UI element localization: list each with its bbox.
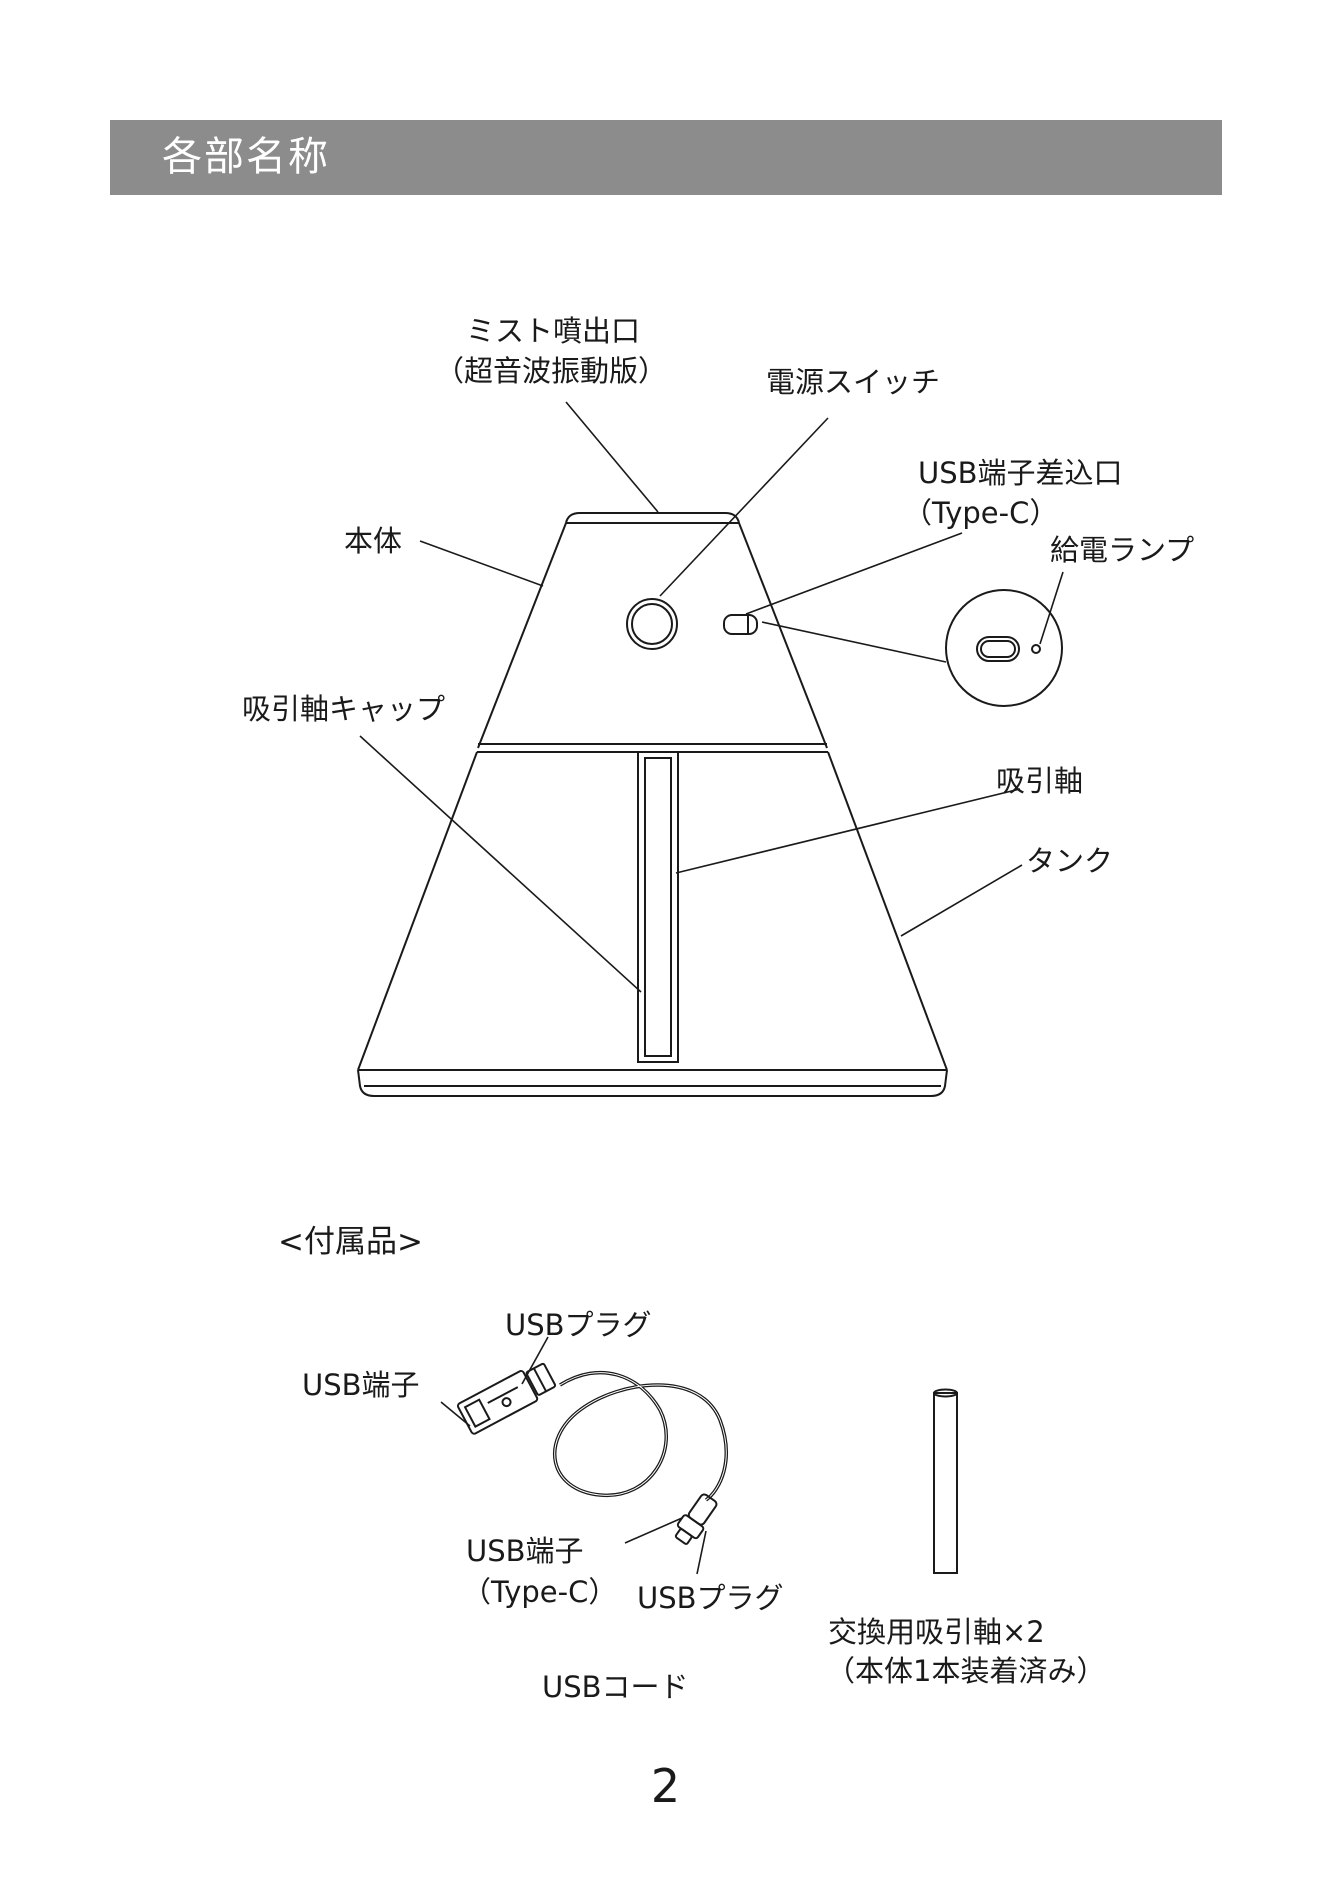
label-usb-terminal: USB端子 [302, 1366, 420, 1404]
lamp-callout-drawing [946, 590, 1062, 706]
label-spare-wick-note: （本体1本装着済み） [826, 1652, 1105, 1690]
label-power-switch: 電源スイッチ [766, 363, 940, 401]
label-usb-port-type: （Type-C） [903, 494, 1058, 532]
label-power-lamp: 給電ランプ [1050, 531, 1194, 569]
power-switch-drawing [627, 599, 677, 649]
label-usb-plug-typec: USBプラグ [637, 1579, 784, 1617]
label-usb-terminal-typec: USB端子 [466, 1532, 584, 1570]
label-body: 本体 [344, 522, 402, 560]
label-mist-outlet: ミスト噴出口 [466, 312, 640, 350]
label-usb-terminal-typec-note: （Type-C） [462, 1573, 617, 1611]
label-wick-cap: 吸引軸キャップ [242, 690, 445, 728]
label-usb-plug: USBプラグ [505, 1306, 652, 1344]
label-tank: タンク [1026, 842, 1113, 880]
wick-drawing [638, 752, 678, 1062]
page-number: 2 [0, 1758, 1331, 1814]
spare-wick-drawing [934, 1390, 957, 1574]
humidifier-body-drawing [358, 513, 947, 1096]
label-mist-outlet-note: （超音波振動版） [435, 352, 667, 390]
accessories-heading: <付属品> [278, 1222, 423, 1262]
label-usb-port: USB端子差込口 [918, 454, 1123, 492]
usb-port-drawing [724, 615, 757, 634]
label-wick: 吸引軸 [996, 762, 1083, 800]
label-spare-wick: 交換用吸引軸×2 [828, 1613, 1045, 1651]
label-usb-cord: USBコード [542, 1668, 689, 1706]
